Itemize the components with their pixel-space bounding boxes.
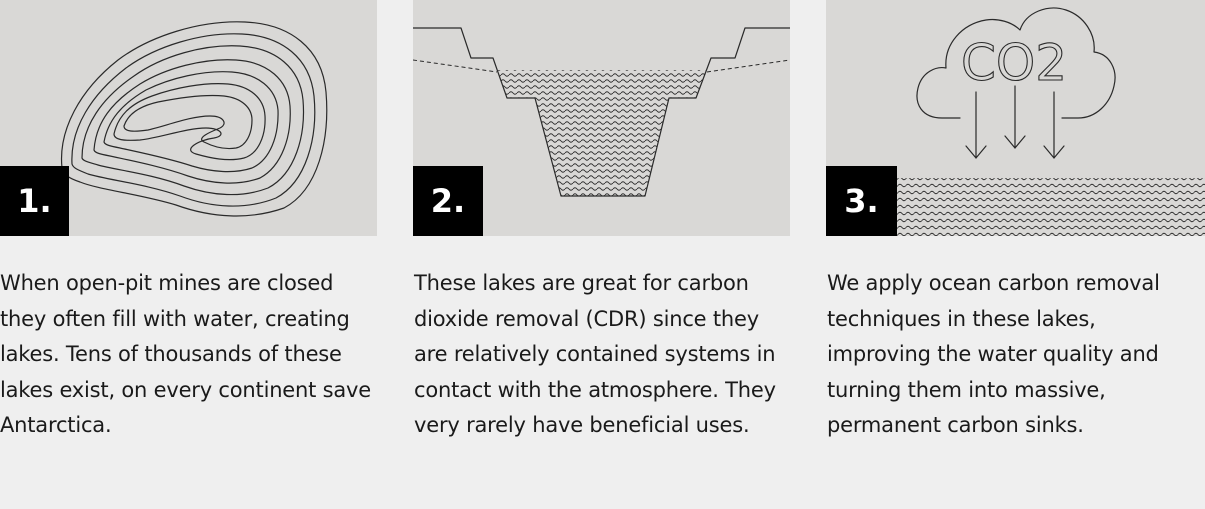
- co2-label: CO2: [961, 34, 1067, 92]
- step-2-illustration-panel: 2.: [413, 0, 790, 236]
- step-3-illustration-panel: CO2 3.: [826, 0, 1205, 236]
- step-number-badge: 3.: [826, 166, 897, 236]
- step-number-badge: 1.: [0, 166, 69, 236]
- step-2-description: These lakes are great for carbon dioxide…: [414, 271, 776, 437]
- step-1-description: When open-pit mines are closed they ofte…: [0, 271, 372, 437]
- step-number-badge: 2.: [413, 166, 483, 236]
- step-card-2: 2. These lakes are great for carbon diox…: [413, 0, 790, 444]
- step-1-illustration-panel: 1.: [0, 0, 377, 236]
- topographic-contour-icon: [60, 21, 328, 217]
- co2-cloud-icon: CO2: [897, 7, 1205, 236]
- step-3-description: We apply ocean carbon removal techniques…: [827, 271, 1160, 437]
- mine-pit-lake-icon: [413, 27, 790, 197]
- step-card-3: CO2 3. We apply ocean carbon removal tec…: [826, 0, 1205, 444]
- step-card-1: 1. When open-pit mines are closed they o…: [0, 0, 377, 444]
